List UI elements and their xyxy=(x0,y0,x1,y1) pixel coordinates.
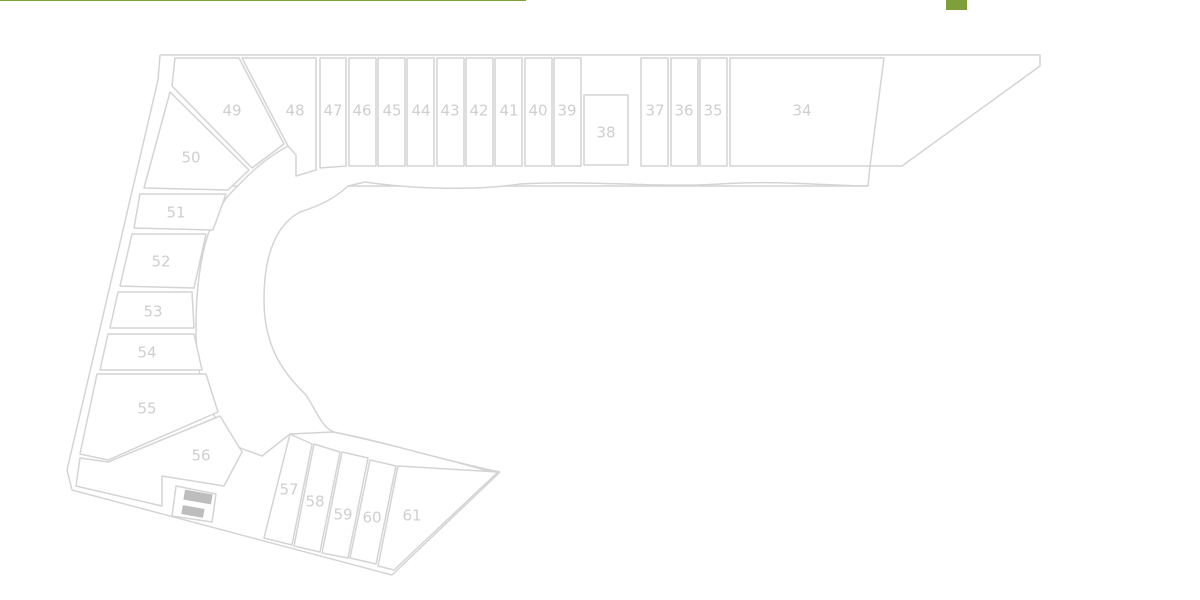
lot-label-51: 51 xyxy=(166,204,185,222)
lot-49[interactable] xyxy=(171,57,285,169)
stairs-marker xyxy=(171,485,217,523)
lot-label-56: 56 xyxy=(191,447,210,465)
left-column-lots xyxy=(75,193,243,507)
lot-45[interactable] xyxy=(377,57,406,167)
lot-39[interactable] xyxy=(553,57,582,167)
lot-label-57: 57 xyxy=(279,481,298,499)
lot-label-49: 49 xyxy=(222,102,241,120)
lot-labels: 34 35 36 37 38 39 40 41 42 43 44 45 46 4… xyxy=(137,102,811,527)
lot-label-46: 46 xyxy=(352,102,371,120)
lot-label-38: 38 xyxy=(596,124,615,142)
lot-42[interactable] xyxy=(465,57,494,167)
lot-51[interactable] xyxy=(133,193,227,231)
lot-38[interactable] xyxy=(583,94,629,166)
lot-44[interactable] xyxy=(406,57,435,167)
lot-53[interactable] xyxy=(109,291,195,329)
lot-35[interactable] xyxy=(699,57,728,167)
lot-52[interactable] xyxy=(119,233,207,289)
lot-34[interactable] xyxy=(729,57,885,167)
lot-label-44: 44 xyxy=(411,102,430,120)
lot-label-54: 54 xyxy=(137,344,156,362)
lot-label-45: 45 xyxy=(382,102,401,120)
lot-58[interactable] xyxy=(293,443,341,553)
lot-label-43: 43 xyxy=(440,102,459,120)
lot-label-42: 42 xyxy=(469,102,488,120)
lot-label-59: 59 xyxy=(333,506,352,524)
lot-61[interactable] xyxy=(377,465,499,571)
lot-label-35: 35 xyxy=(703,102,722,120)
interior-road xyxy=(195,145,869,473)
legend-swatch xyxy=(946,0,967,10)
lot-54[interactable] xyxy=(99,333,203,371)
lot-43[interactable] xyxy=(436,57,465,167)
lot-41[interactable] xyxy=(494,57,523,167)
lot-46[interactable] xyxy=(348,57,377,167)
lot-40[interactable] xyxy=(524,57,553,167)
lot-label-58: 58 xyxy=(305,493,324,511)
lot-label-53: 53 xyxy=(143,303,162,321)
lot-50[interactable] xyxy=(143,91,250,191)
lot-48[interactable] xyxy=(241,57,317,177)
lot-label-52: 52 xyxy=(151,253,170,271)
lot-55[interactable] xyxy=(79,373,219,461)
lot-label-40: 40 xyxy=(528,102,547,120)
lot-57[interactable] xyxy=(263,433,313,546)
lot-label-41: 41 xyxy=(499,102,518,120)
bottom-row-lots xyxy=(263,433,499,571)
lot-47[interactable] xyxy=(319,57,347,169)
lot-59[interactable] xyxy=(321,451,369,559)
lot-label-50: 50 xyxy=(181,149,200,167)
top-row-lots xyxy=(143,57,885,191)
lot-label-60: 60 xyxy=(362,509,381,527)
lot-label-48: 48 xyxy=(285,102,304,120)
lot-60[interactable] xyxy=(349,459,397,565)
lot-56[interactable] xyxy=(75,415,243,507)
lot-label-36: 36 xyxy=(674,102,693,120)
lot-label-34: 34 xyxy=(792,102,811,120)
lot-label-55: 55 xyxy=(137,400,156,418)
lot-label-47: 47 xyxy=(323,102,342,120)
lot-label-39: 39 xyxy=(557,102,576,120)
lot-label-61: 61 xyxy=(402,507,421,525)
top-accent-line xyxy=(0,0,526,1)
lot-36[interactable] xyxy=(670,57,699,167)
lot-37[interactable] xyxy=(640,57,669,167)
lot-label-37: 37 xyxy=(645,102,664,120)
